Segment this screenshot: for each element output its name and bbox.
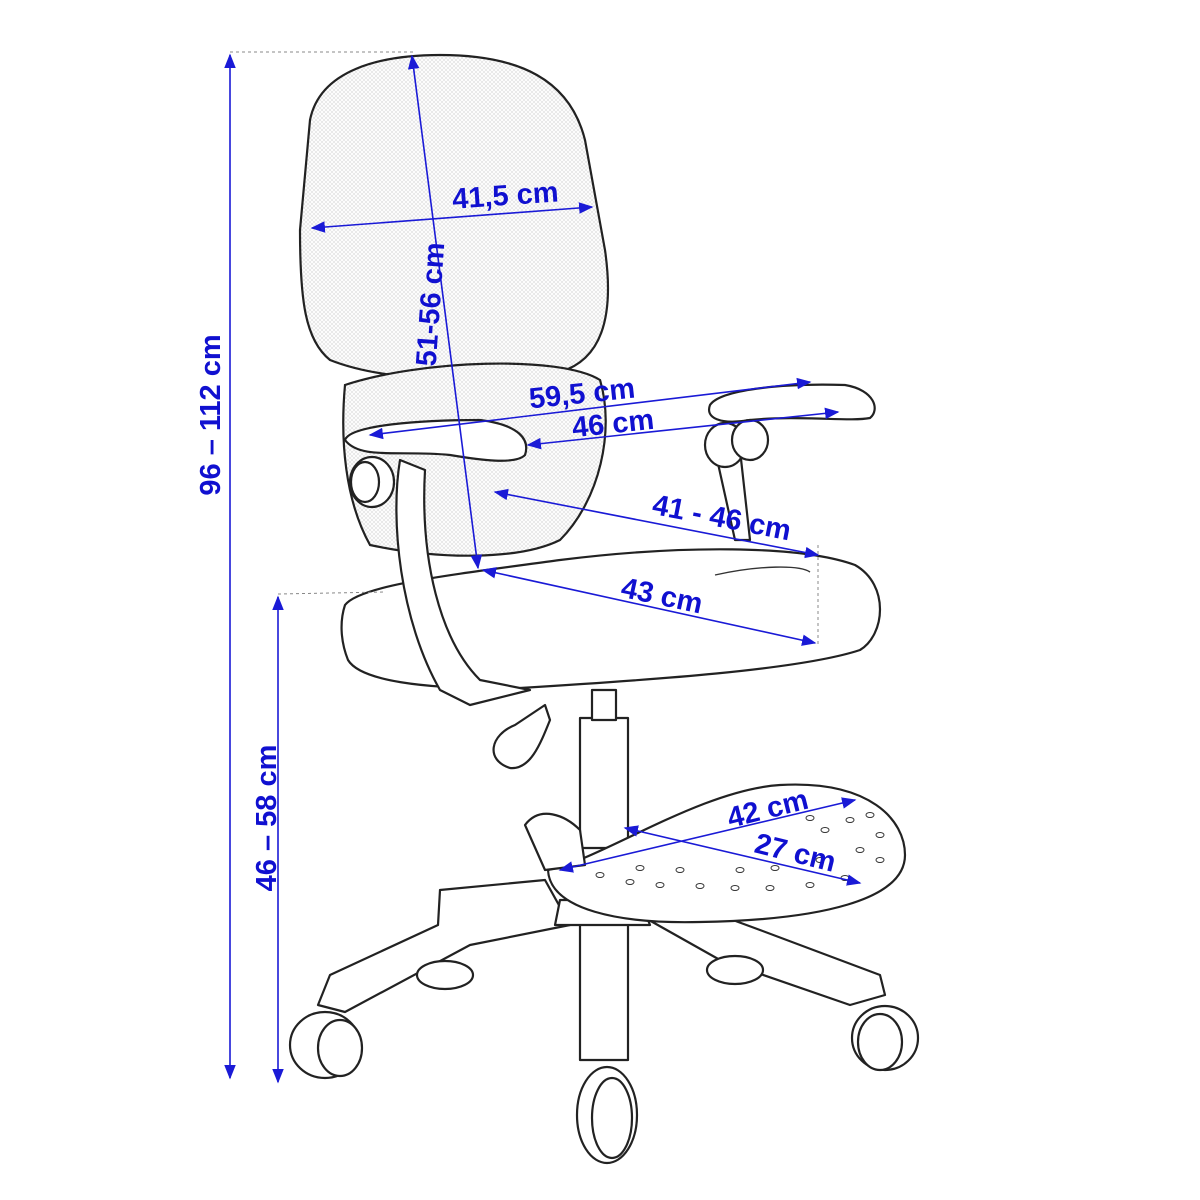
seat-depth-arrow (481, 567, 817, 646)
backrest-height-arrow (407, 54, 483, 570)
seat-depth-adjust-arrow (493, 488, 820, 559)
caster-wheels (288, 954, 920, 1165)
footrest-depth-arrow (623, 825, 862, 886)
backrest-width-label: 41,5 cm (451, 176, 559, 215)
seat-depth-adjust-label: 41 - 46 cm (650, 489, 794, 547)
armrest-inner-arrow (526, 407, 840, 450)
total-height-label: 96 – 112 cm (195, 334, 227, 495)
seat-height-label: 46 – 58 cm (251, 745, 283, 892)
guide-lines (230, 51, 819, 645)
height-lever (492, 703, 552, 770)
chair-drawing (288, 53, 920, 1165)
dimension-arrows (224, 53, 862, 1084)
gas-lift (578, 716, 630, 850)
backrest-width-arrow (310, 202, 594, 233)
